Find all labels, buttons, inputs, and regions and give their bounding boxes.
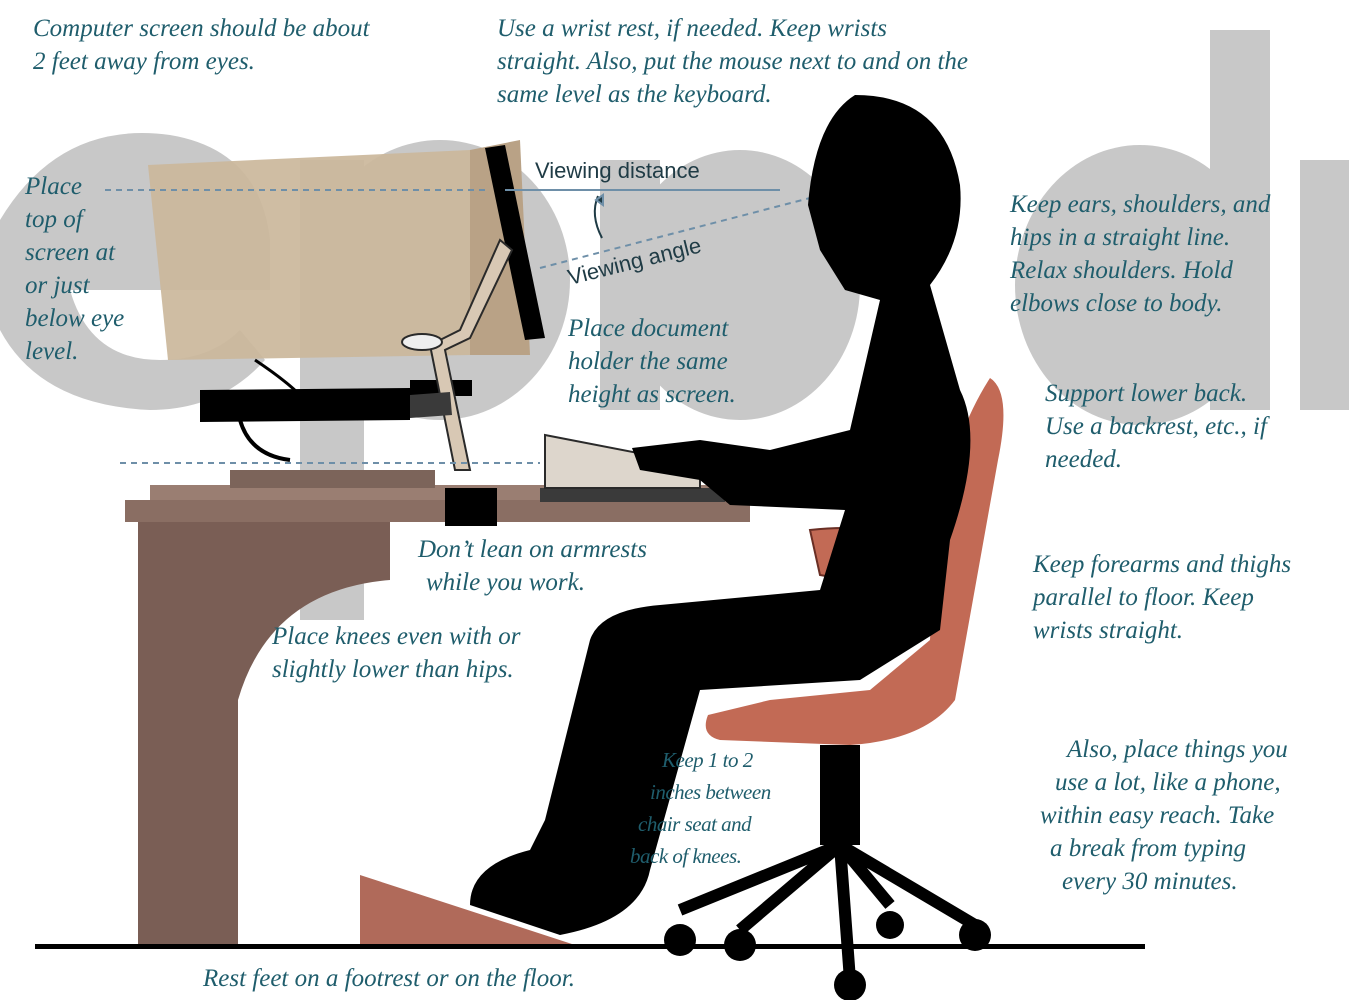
annotation-screen-distance: Computer screen should be about 2 feet a… xyxy=(33,12,370,78)
annotation-forearms: Keep forearms and thighs parallel to flo… xyxy=(1033,548,1291,647)
annotation-knees: Place knees even with or slightly lower … xyxy=(272,620,521,686)
annotation-document-holder: Place document holder the same height as… xyxy=(568,312,736,411)
annotation-wrist-rest: Use a wrist rest, if needed. Keep wrists… xyxy=(497,12,968,111)
annotation-screen-height: Place top of screen at or just below eye… xyxy=(25,170,124,368)
annotation-feet: Rest feet on a footrest or on the floor. xyxy=(203,962,575,995)
floor-line xyxy=(35,944,1145,949)
viewing-distance-label: Viewing distance xyxy=(535,158,700,183)
annotation-armrests: Don’t lean on armrests while you work. xyxy=(418,533,647,599)
annotation-posture: Keep ears, shoulders, and hips in a stra… xyxy=(1010,188,1270,320)
annotation-things-in-reach: Also, place things you use a lot, like a… xyxy=(1040,733,1288,898)
annotation-seat-gap: Keep 1 to 2 inches between chair seat an… xyxy=(630,744,771,872)
annotation-lower-back: Support lower back. Use a backrest, etc.… xyxy=(1045,377,1267,476)
